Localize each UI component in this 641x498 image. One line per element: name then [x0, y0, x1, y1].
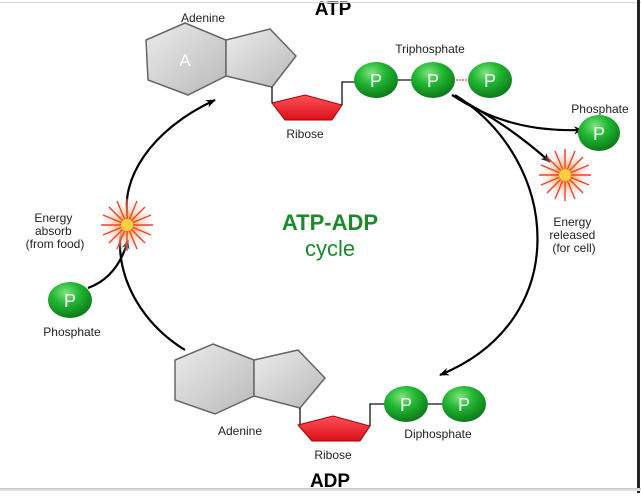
atp-adenine-symbol: A — [179, 51, 191, 70]
atp-ribose-label: Ribose — [286, 127, 324, 141]
adp-ribose-shape — [297, 415, 371, 442]
triphosphate-label: Triphosphate — [395, 42, 465, 56]
adp-adenine-label: Adenine — [218, 424, 262, 438]
frame-bottom-border — [0, 488, 641, 491]
atp-ribose-phosphate-bond — [341, 81, 357, 105]
phosphate-release-arrow — [451, 94, 584, 135]
cycle-arrow-right-down — [439, 94, 539, 377]
released-phosphate-label: Phosphate — [571, 102, 629, 116]
svg-text:P: P — [427, 71, 439, 91]
svg-text:P: P — [593, 124, 605, 144]
svg-text:P: P — [64, 291, 76, 311]
atp-phosphate-2: P — [411, 62, 455, 98]
svg-text:P: P — [400, 395, 412, 415]
svg-text:P: P — [370, 71, 382, 91]
energy-release-arrow — [451, 94, 551, 163]
energy-released-burst-icon — [537, 147, 593, 203]
svg-text:P: P — [458, 395, 470, 415]
adp-ribose-label: Ribose — [314, 448, 352, 462]
adp-phosphate-2: P — [442, 386, 486, 422]
energy-absorb-label: Energy absorb (from food) — [26, 211, 85, 251]
absorbed-phosphate-label: Phosphate — [43, 325, 101, 339]
atp-ribose-shape — [271, 94, 343, 121]
cycle-title: ATP-ADP — [282, 210, 378, 235]
absorbed-phosphate: P — [48, 282, 92, 318]
energy-absorb-burst-icon — [99, 197, 155, 253]
atp-label: ATP — [315, 0, 352, 20]
adp-phosphate-1: P — [384, 386, 428, 422]
energy-released-label: Energy released (for cell) — [549, 215, 598, 255]
adp-label: ADP — [310, 471, 350, 492]
adp-ribose-phosphate-bond — [369, 403, 385, 426]
frame-right-border — [637, 0, 640, 493]
released-phosphate: P — [578, 115, 620, 151]
svg-text:P: P — [484, 71, 496, 91]
adp-adenine-shape — [174, 343, 327, 415]
diphosphate-label: Diphosphate — [404, 427, 472, 441]
atp-phosphate-1: P — [354, 62, 398, 98]
frame-top-border — [0, 2, 641, 3]
cycle-subtitle: cycle — [305, 236, 355, 261]
atp-adenine-shape — [145, 22, 297, 96]
atp-phosphate-3: P — [468, 62, 512, 98]
atp-adenine-label: Adenine — [181, 11, 225, 25]
